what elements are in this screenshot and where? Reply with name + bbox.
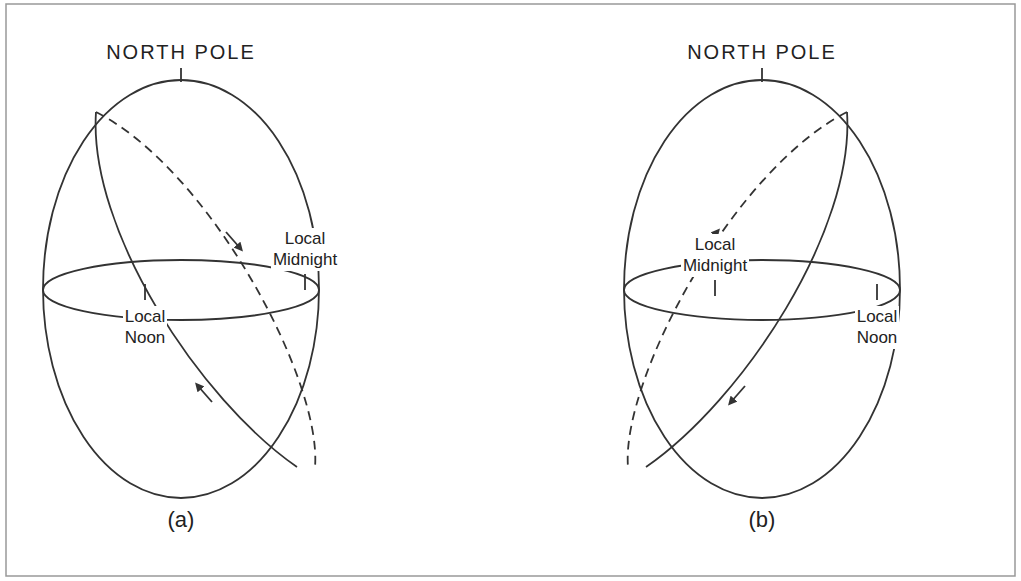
panel-caption: (a) (166, 506, 197, 534)
noon-label: Local Noon (855, 306, 900, 349)
noon-label: Local Noon (123, 306, 168, 349)
frame (6, 4, 1015, 576)
globe-a (43, 68, 319, 498)
midnight-label: Local Midnight (681, 234, 749, 277)
pole-label: NORTH POLE (685, 40, 839, 65)
globe-b (624, 68, 900, 498)
midnight-label: Local Midnight (271, 228, 339, 271)
panel-caption: (b) (747, 506, 778, 534)
pole-label: NORTH POLE (104, 40, 258, 65)
